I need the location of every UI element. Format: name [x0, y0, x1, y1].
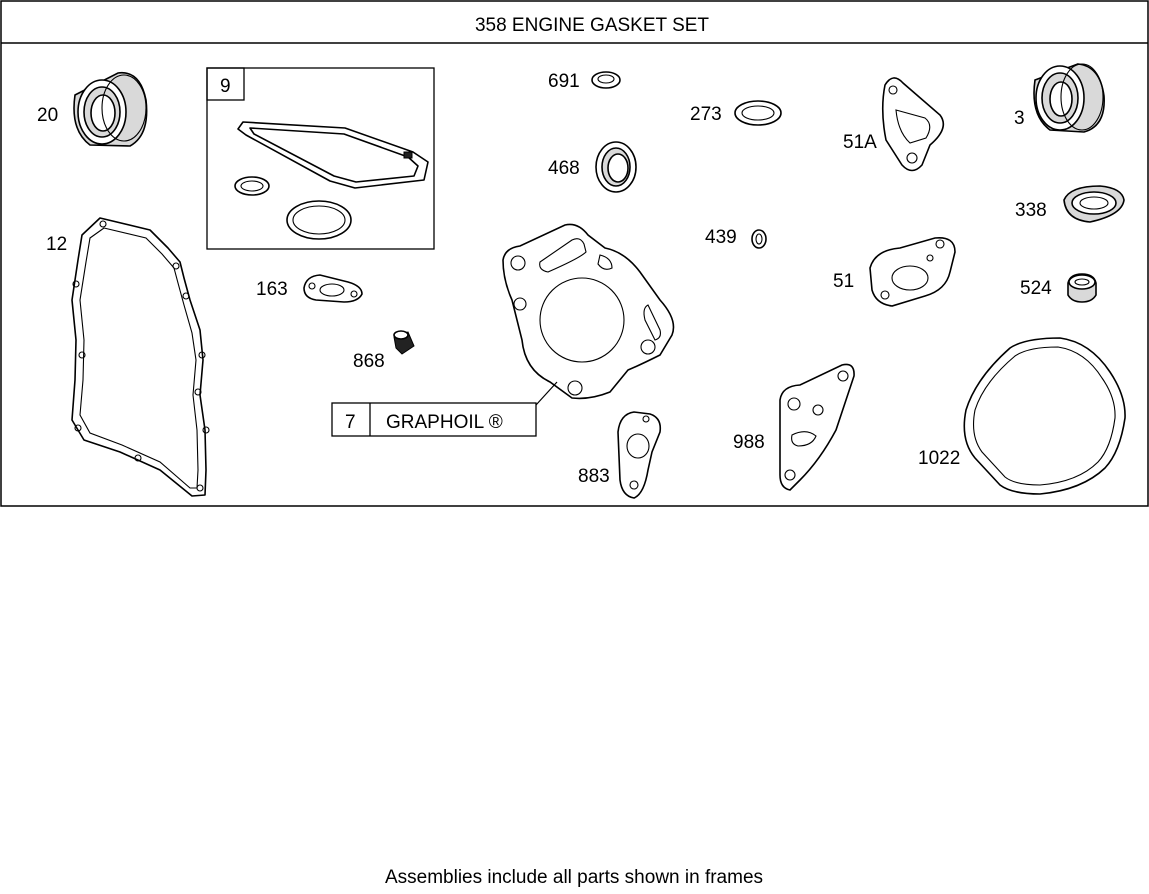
- part-988-gasket[interactable]: [779, 363, 855, 491]
- label-1022: 1022: [918, 448, 960, 469]
- label-51: 51: [833, 271, 854, 292]
- label-988: 988: [733, 432, 765, 453]
- label-868: 868: [353, 351, 385, 372]
- label-163: 163: [256, 279, 288, 300]
- label-20: 20: [37, 105, 58, 126]
- label-524: 524: [1020, 278, 1052, 299]
- part-691-washer[interactable]: [591, 71, 621, 89]
- part-3-seal[interactable]: [1033, 63, 1105, 133]
- part-338-seal[interactable]: [1063, 185, 1125, 223]
- label-graphoil: GRAPHOIL ®: [386, 412, 503, 433]
- part-7-head-gasket[interactable]: [502, 223, 675, 400]
- part-163-gasket[interactable]: [303, 274, 363, 303]
- part-524-plug[interactable]: [1067, 273, 1097, 303]
- label-338: 338: [1015, 200, 1047, 221]
- part-439-washer[interactable]: [751, 229, 767, 249]
- footer-note: Assemblies include all parts shown in fr…: [385, 867, 763, 888]
- label-12: 12: [46, 234, 67, 255]
- label-439: 439: [705, 227, 737, 248]
- part-9-frame[interactable]: [206, 67, 435, 250]
- leader-7: [535, 381, 558, 406]
- label-7: 7: [345, 412, 356, 433]
- label-273: 273: [690, 104, 722, 125]
- part-468-seal[interactable]: [595, 141, 637, 193]
- part-883-gasket[interactable]: [617, 411, 662, 499]
- diagram-frame: [0, 0, 1149, 507]
- label-3: 3: [1014, 108, 1025, 129]
- callout-7-box: [331, 402, 537, 437]
- part-12-gasket[interactable]: [71, 217, 210, 497]
- part-1022-gasket[interactable]: [963, 337, 1126, 495]
- label-9: 9: [220, 76, 231, 97]
- part-51a-gasket[interactable]: [881, 77, 945, 172]
- label-691: 691: [548, 71, 580, 92]
- label-883: 883: [578, 466, 610, 487]
- diagram-title: 358 ENGINE GASKET SET: [475, 15, 709, 36]
- part-868-seal[interactable]: [393, 330, 415, 355]
- part-20-seal[interactable]: [73, 71, 148, 147]
- label-51a: 51A: [843, 132, 877, 153]
- label-468: 468: [548, 158, 580, 179]
- part-51-gasket[interactable]: [869, 236, 956, 307]
- part-273-ring[interactable]: [734, 100, 782, 126]
